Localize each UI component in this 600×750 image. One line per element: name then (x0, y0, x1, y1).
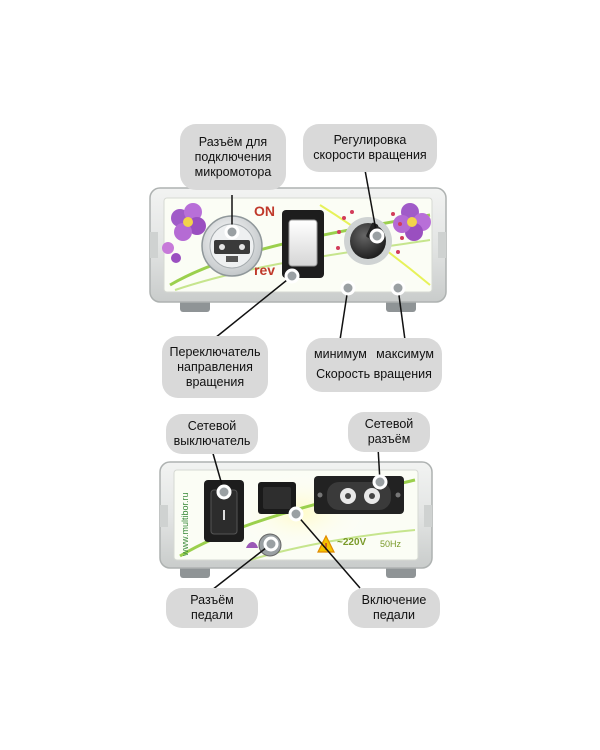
speed-knob (344, 217, 392, 265)
callout-speed-control: Регулировка скорости вращения (303, 124, 437, 172)
callout-connector: Разъём для подключения микромотора (180, 124, 286, 190)
front-flower-left (162, 203, 206, 263)
front-panel-device (149, 187, 447, 312)
back-callout-pins (216, 474, 388, 552)
callout-pedal-socket: Разъём педали (166, 588, 258, 628)
back-power-socket (314, 476, 404, 514)
front-rocker-switch (282, 210, 324, 278)
callout-pedal-switch: Включение педали (348, 588, 440, 628)
callout-power-switch: Сетевой выключатель (166, 414, 258, 454)
micromotor-connector (201, 215, 263, 277)
svg-text:!: ! (324, 542, 327, 553)
callout-direction-switch: Переключатель направления вращения (162, 336, 268, 398)
front-callout-lines (214, 169, 406, 341)
on-label: ON (254, 203, 275, 219)
front-flower-right (393, 203, 431, 241)
callout-speed-range: минимум максимум Скорость вращения (306, 338, 442, 392)
front-speed-dots (336, 210, 404, 254)
brand-url: www.multibor.ru (180, 492, 190, 556)
back-pedal-switch (258, 482, 296, 514)
speed-label: Скорость вращения (316, 367, 432, 381)
back-side-ridge-right (424, 505, 432, 527)
voltage-label: ~220V (337, 537, 367, 548)
rev-label: rev (254, 262, 276, 278)
front-side-ridge-right (438, 232, 446, 258)
back-side-ridge-left (160, 505, 168, 527)
frequency-label: 50Hz (380, 539, 402, 549)
max-speed-label: максимум (376, 347, 434, 361)
min-speed-label: минимум (314, 347, 367, 361)
callout-power-socket: Сетевой разъём (348, 412, 430, 452)
back-power-switch (204, 480, 244, 542)
front-swoosh-1 (169, 213, 431, 287)
front-callout-pins (224, 224, 406, 296)
front-side-ridge-left (150, 232, 158, 258)
